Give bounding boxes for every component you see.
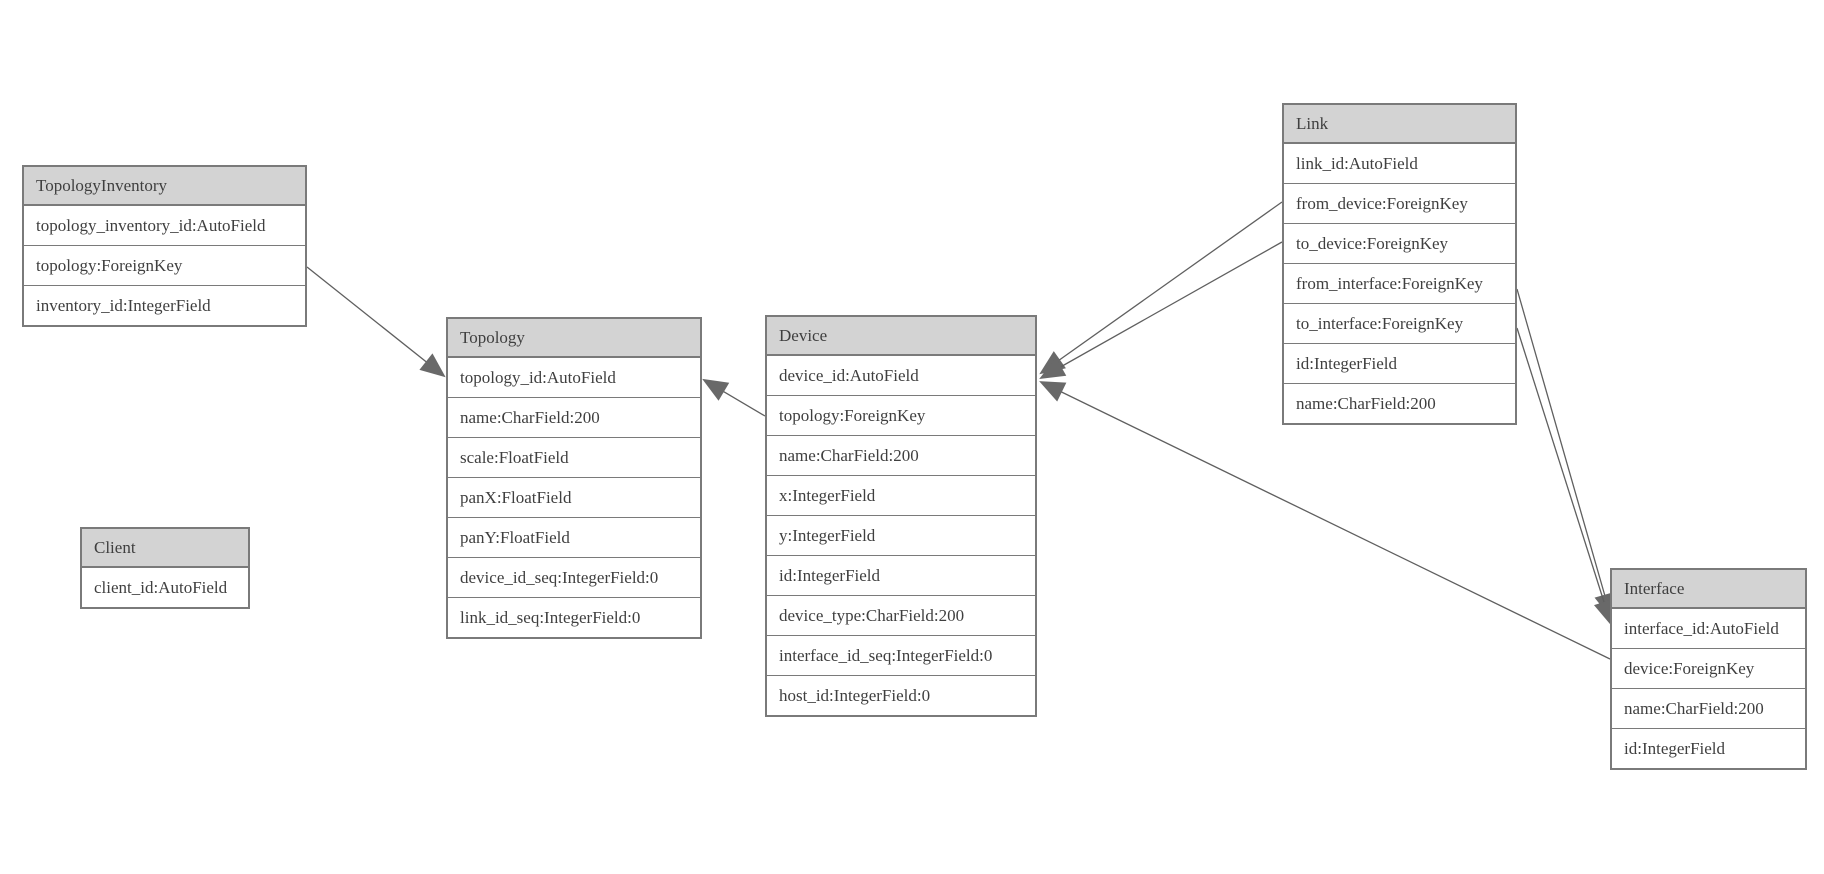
entity-title: Link [1284, 105, 1515, 143]
entity-field: panY:FloatField [448, 517, 700, 557]
entity-field: inventory_id:IntegerField [24, 285, 305, 325]
relation-line-link-frominterface-interface [1516, 288, 1615, 620]
entity-table-client: Client client_id:AutoField [80, 527, 250, 609]
entity-field: scale:FloatField [448, 437, 700, 477]
entity-field: device_type:CharField:200 [767, 595, 1035, 635]
entity-table-topology: Topology topology_id:AutoField name:Char… [446, 317, 702, 639]
entity-field: device:ForeignKey [1612, 648, 1805, 688]
entity-table-interface: Interface interface_id:AutoField device:… [1610, 568, 1807, 770]
entity-title: TopologyInventory [24, 167, 305, 205]
relation-line-link-tointerface-interface [1516, 327, 1615, 627]
entity-field: id:IntegerField [1612, 728, 1805, 768]
entity-table-device: Device device_id:AutoField topology:Fore… [765, 315, 1037, 717]
entity-field: from_device:ForeignKey [1284, 183, 1515, 223]
entity-field: interface_id:AutoField [1612, 608, 1805, 648]
entity-field: panX:FloatField [448, 477, 700, 517]
entity-field: host_id:IntegerField:0 [767, 675, 1035, 715]
entity-field: from_interface:ForeignKey [1284, 263, 1515, 303]
entity-field: x:IntegerField [767, 475, 1035, 515]
entity-field: device_id:AutoField [767, 355, 1035, 395]
entity-field: to_device:ForeignKey [1284, 223, 1515, 263]
entity-table-link: Link link_id:AutoField from_device:Forei… [1282, 103, 1517, 425]
entity-field: to_interface:ForeignKey [1284, 303, 1515, 343]
entity-table-topologyinventory: TopologyInventory topology_inventory_id:… [22, 165, 307, 327]
entity-title: Interface [1612, 570, 1805, 608]
entity-field: name:CharField:200 [767, 435, 1035, 475]
relation-line-link-todevice-device [1039, 241, 1283, 380]
entity-field: device_id_seq:IntegerField:0 [448, 557, 700, 597]
entity-field: topology_inventory_id:AutoField [24, 205, 305, 245]
entity-field: topology:ForeignKey [24, 245, 305, 285]
entity-field: client_id:AutoField [82, 567, 248, 607]
entity-field: link_id:AutoField [1284, 143, 1515, 183]
entity-field: link_id_seq:IntegerField:0 [448, 597, 700, 637]
entity-field: name:CharField:200 [448, 397, 700, 437]
entity-field: topology_id:AutoField [448, 357, 700, 397]
entity-field: topology:ForeignKey [767, 395, 1035, 435]
entity-field: y:IntegerField [767, 515, 1035, 555]
entity-field: interface_id_seq:IntegerField:0 [767, 635, 1035, 675]
entity-field: id:IntegerField [1284, 343, 1515, 383]
entity-field: name:CharField:200 [1284, 383, 1515, 423]
entity-title: Topology [448, 319, 700, 357]
entity-title: Device [767, 317, 1035, 355]
entity-field: id:IntegerField [767, 555, 1035, 595]
relation-line-topologyinventory-topology [306, 266, 446, 378]
entity-field: name:CharField:200 [1612, 688, 1805, 728]
relation-line-link-fromdevice-device [1039, 201, 1283, 375]
entity-title: Client [82, 529, 248, 567]
relation-line-device-topology [702, 378, 766, 417]
